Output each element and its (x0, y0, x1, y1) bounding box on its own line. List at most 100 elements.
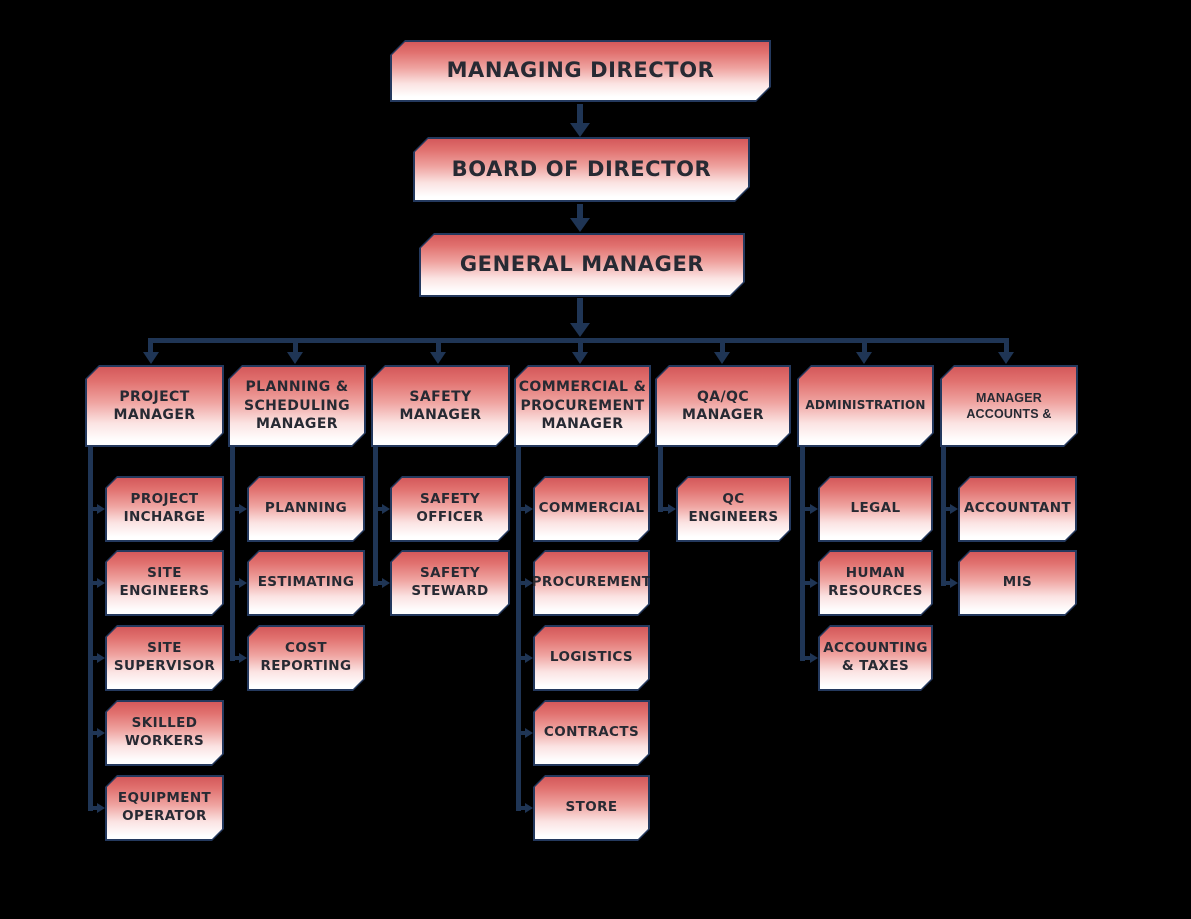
node-shape (107, 478, 222, 540)
connector-drop (1004, 338, 1009, 353)
arrow-right-icon (239, 653, 247, 663)
node-accountant: ACCOUNTANT (958, 476, 1077, 542)
arrow-down-icon (570, 218, 590, 232)
node-shape (535, 552, 648, 614)
node-label: SITE SUPERVISOR (113, 640, 216, 674)
node-commercial-procurement-manager: COMMERCIAL & PROCUREMENT MANAGER (514, 365, 651, 447)
node-label: MANAGER ACCOUNTS & (966, 390, 1052, 421)
connector-drop (148, 338, 153, 353)
arrow-right-icon (97, 803, 105, 813)
arrow-right-icon (239, 504, 247, 514)
node-qaqc-manager: QA/QC MANAGER (655, 365, 791, 447)
connector-stub (520, 806, 526, 810)
arrow-right-icon (97, 504, 105, 514)
node-label: PLANNING & SCHEDULING MANAGER (244, 379, 350, 433)
node-label: SAFETY STEWARD (411, 565, 489, 599)
node-shape (942, 367, 1076, 445)
node-label: HUMAN RESOURCES (828, 565, 923, 599)
node-label: GENERAL MANAGER (459, 252, 705, 277)
arrow-right-icon (950, 578, 958, 588)
node-skilled-workers: SKILLED WORKERS (105, 700, 224, 766)
node-label: SAFETY MANAGER (399, 388, 482, 423)
node-managing-director: MANAGING DIRECTOR (390, 40, 771, 102)
node-shape (535, 627, 648, 689)
node-shape (107, 627, 222, 689)
arrow-right-icon (810, 653, 818, 663)
node-label: COMMERCIAL (538, 500, 645, 517)
node-logistics: LOGISTICS (533, 625, 650, 691)
connector-stub (804, 581, 811, 585)
node-shape (535, 478, 648, 540)
connector-stub (92, 581, 98, 585)
connector-stub (234, 507, 240, 511)
connector-stub (234, 581, 240, 585)
node-label: QA/QC MANAGER (682, 388, 764, 423)
node-project-incharge: PROJECT INCHARGE (105, 476, 224, 542)
node-label: PROJECT INCHARGE (123, 491, 206, 525)
node-shape (373, 367, 508, 445)
node-shape (421, 235, 743, 295)
node-label: CONTRACTS (543, 724, 640, 741)
connector-stub (520, 581, 526, 585)
node-cost-reporting: COST REPORTING (247, 625, 365, 691)
node-label: BOARD OF DIRECTOR (451, 156, 712, 181)
connector-spine (800, 447, 805, 661)
arrow-down-icon (143, 352, 159, 364)
arrow-right-icon (525, 653, 533, 663)
node-site-engineers: SITE ENGINEERS (105, 550, 224, 616)
node-manager-accounts: MANAGER ACCOUNTS & (940, 365, 1078, 447)
arrow-down-icon (570, 123, 590, 137)
node-label: QC ENGINEERS (688, 491, 779, 525)
arrow-right-icon (810, 578, 818, 588)
connector-stub (945, 581, 951, 585)
node-accounting-taxes: ACCOUNTING & TAXES (818, 625, 933, 691)
connector-stub (520, 731, 526, 735)
node-label: PROJECT MANAGER (113, 388, 196, 423)
node-shape (516, 367, 649, 445)
arrow-right-icon (810, 504, 818, 514)
node-shape (960, 552, 1075, 614)
node-safety-steward: SAFETY STEWARD (390, 550, 510, 616)
node-shape (960, 478, 1075, 540)
node-label: MIS (1002, 574, 1033, 591)
node-label: SKILLED WORKERS (124, 715, 205, 749)
node-shape (249, 478, 363, 540)
connector-rail (148, 338, 1009, 343)
node-shape (392, 552, 508, 614)
connector-drop (862, 343, 867, 353)
connector-stub (377, 581, 383, 585)
node-label: COST REPORTING (260, 640, 352, 674)
arrow-down-icon (856, 352, 872, 364)
node-shape (535, 702, 648, 764)
node-shape (249, 627, 363, 689)
node-shape (415, 139, 748, 200)
node-planning: PLANNING (247, 476, 365, 542)
node-store: STORE (533, 775, 650, 841)
node-equipment-operator: EQUIPMENT OPERATOR (105, 775, 224, 841)
arrow-right-icon (97, 653, 105, 663)
node-shape (392, 478, 508, 540)
node-shape (392, 42, 769, 100)
connector-spine (373, 447, 378, 586)
node-label: STORE (565, 799, 618, 816)
arrow-down-icon (572, 352, 588, 364)
connector-spine (88, 447, 93, 811)
node-estimating: ESTIMATING (247, 550, 365, 616)
connector-spine (658, 447, 663, 512)
node-label: SAFETY OFFICER (416, 491, 484, 525)
node-commercial: COMMERCIAL (533, 476, 650, 542)
connector-drop (720, 343, 725, 353)
node-shape (249, 552, 363, 614)
arrow-right-icon (525, 803, 533, 813)
connector-stub (804, 507, 811, 511)
node-safety-manager: SAFETY MANAGER (371, 365, 510, 447)
connector-stub (92, 731, 98, 735)
node-human-resources: HUMAN RESOURCES (818, 550, 933, 616)
node-label: SITE ENGINEERS (119, 565, 210, 599)
node-label: COMMERCIAL & PROCUREMENT MANAGER (518, 379, 647, 433)
connector-drop (293, 343, 298, 353)
arrow-down-icon (570, 323, 590, 337)
connector-spine (516, 447, 521, 811)
arrow-right-icon (382, 504, 390, 514)
connector-spine (230, 447, 235, 661)
